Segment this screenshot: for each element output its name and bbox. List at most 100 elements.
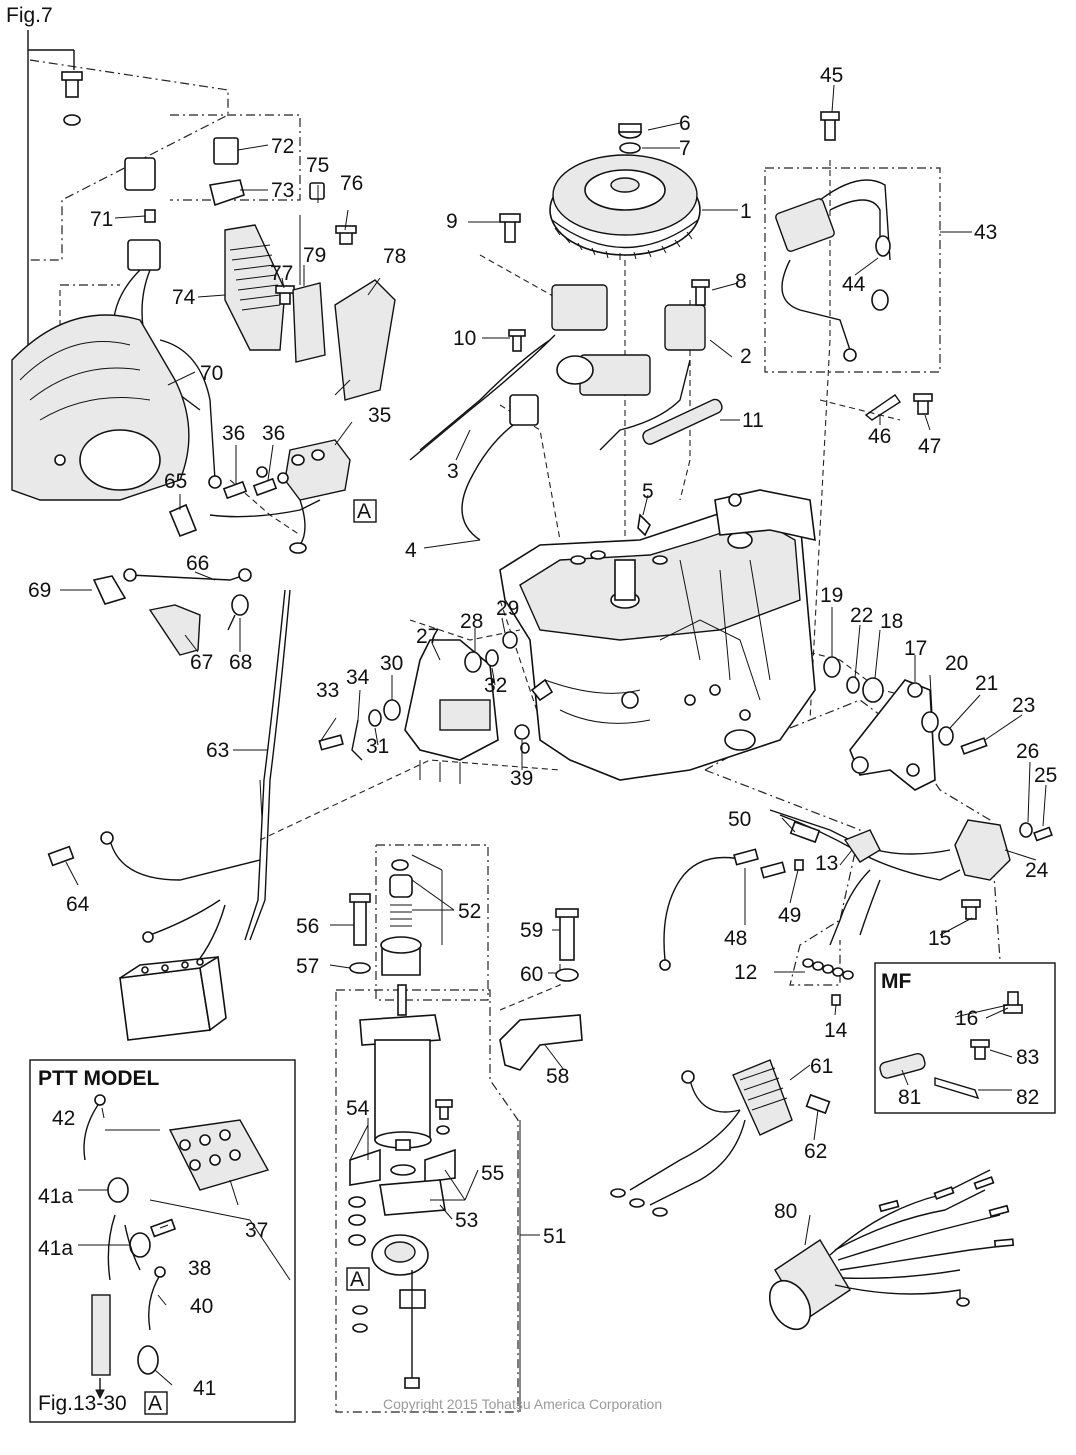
bracket-left [318, 631, 530, 784]
callout-77: 77 [270, 262, 293, 285]
marker-a-lower: A [350, 1268, 364, 1291]
callout-70: 70 [200, 362, 223, 385]
callout-16: 16 [955, 1007, 978, 1030]
a-markers: A A [346, 499, 377, 1291]
callout-60: 60 [520, 963, 543, 986]
callout-24: 24 [1025, 859, 1049, 882]
callout-83: 83 [1016, 1046, 1039, 1069]
callout-30: 30 [380, 652, 403, 675]
mount-bracket [849, 679, 936, 791]
callout-57: 57 [296, 955, 319, 978]
callout-14: 14 [824, 1019, 848, 1042]
callout-28: 28 [460, 610, 483, 633]
ptt-title: PTT MODEL [38, 1067, 159, 1090]
callout-69: 69 [28, 579, 51, 602]
callout-65: 65 [164, 470, 187, 493]
callout-44: 44 [842, 273, 866, 296]
connector-plugs [802, 958, 854, 980]
callout-47: 47 [918, 435, 941, 458]
ignition-coil [775, 198, 835, 252]
callout-labels: 1 2 3 4 5 6 7 8 9 10 11 12 13 14 15 16 1… [28, 64, 1057, 1400]
callout-27: 27 [416, 625, 439, 648]
callout-10: 10 [453, 327, 476, 350]
callout-38: 38 [188, 1257, 211, 1280]
gasket [292, 282, 326, 363]
callout-75: 75 [306, 154, 329, 177]
callout-82: 82 [1016, 1086, 1039, 1109]
ptt-marker-box [144, 1391, 168, 1415]
callout-62: 62 [804, 1140, 827, 1163]
callout-67: 67 [190, 651, 213, 674]
charge-coil [551, 284, 608, 331]
cylinder-block [499, 489, 816, 781]
marker-a-upper: A [357, 500, 371, 523]
callout-7: 7 [679, 137, 691, 160]
cdi-unit [334, 279, 396, 401]
callout-74: 74 [172, 286, 196, 309]
flywheel-washer [619, 142, 641, 154]
ignition-coil-group [775, 111, 933, 421]
callout-71: 71 [90, 208, 113, 231]
callout-12: 12 [734, 961, 757, 984]
callout-1: 1 [740, 200, 752, 223]
starter-relay [284, 439, 351, 501]
copyright-notice: Copyright 2015 Tohatsu America Corporati… [383, 1396, 662, 1412]
callout-23: 23 [1012, 694, 1035, 717]
callout-8: 8 [735, 270, 747, 293]
callout-64: 64 [66, 893, 90, 916]
protection-tube [642, 398, 723, 445]
callout-26: 26 [1016, 740, 1039, 763]
flywheel-group [549, 123, 701, 260]
terminal-cap-69 [92, 575, 127, 605]
fig7-reference: Fig.7 [6, 4, 75, 360]
callout-58: 58 [546, 1065, 569, 1088]
pulser-coil [664, 304, 706, 351]
callout-55: 55 [481, 1162, 504, 1185]
callout-54: 54 [346, 1097, 370, 1120]
callout-39: 39 [510, 767, 533, 790]
callout-81: 81 [898, 1086, 921, 1109]
battery [119, 955, 227, 1041]
mf-box [874, 962, 1056, 1114]
callout-68: 68 [229, 651, 252, 674]
callout-50: 50 [728, 808, 751, 831]
callout-36a: 36 [222, 422, 245, 445]
callout-36b: 36 [262, 422, 285, 445]
callout-73: 73 [271, 179, 294, 202]
starter-bracket [499, 1014, 583, 1071]
stator-coils [409, 213, 723, 541]
callout-42: 42 [52, 1107, 75, 1130]
callout-3: 3 [447, 460, 459, 483]
callout-45: 45 [820, 64, 843, 87]
ptt-relay [168, 1119, 270, 1191]
callout-34: 34 [346, 666, 370, 689]
callout-22: 22 [850, 604, 873, 627]
mf-inset: MF [874, 962, 1056, 1114]
callout-6: 6 [679, 112, 691, 135]
callout-21: 21 [975, 672, 998, 695]
callout-72: 72 [271, 135, 294, 158]
regulator-group [610, 1059, 831, 1217]
callout-13: 13 [815, 852, 838, 875]
callout-41a-lower: 41a [38, 1237, 73, 1260]
ptt-model-inset: PTT MODEL Fig.13-30 A [29, 1059, 296, 1423]
callout-53: 53 [455, 1209, 478, 1232]
callout-4: 4 [405, 539, 417, 562]
mf-title: MF [881, 970, 911, 993]
bracket-right [823, 656, 1053, 881]
callout-15: 15 [928, 927, 951, 950]
callout-41a-upper: 41a [38, 1185, 73, 1208]
callout-35: 35 [368, 404, 391, 427]
rectifier-regulator [732, 1059, 793, 1136]
main-harness [768, 1169, 1015, 1331]
callout-76: 76 [340, 172, 363, 195]
terminal-cap-65 [168, 503, 198, 538]
rectifier-group [61, 71, 396, 489]
callout-40: 40 [190, 1295, 213, 1318]
callout-59: 59 [520, 919, 543, 942]
starter-relay-group [47, 439, 351, 973]
callout-29: 29 [496, 597, 519, 620]
regulator-box [954, 819, 1011, 881]
plug-cap [875, 235, 891, 257]
